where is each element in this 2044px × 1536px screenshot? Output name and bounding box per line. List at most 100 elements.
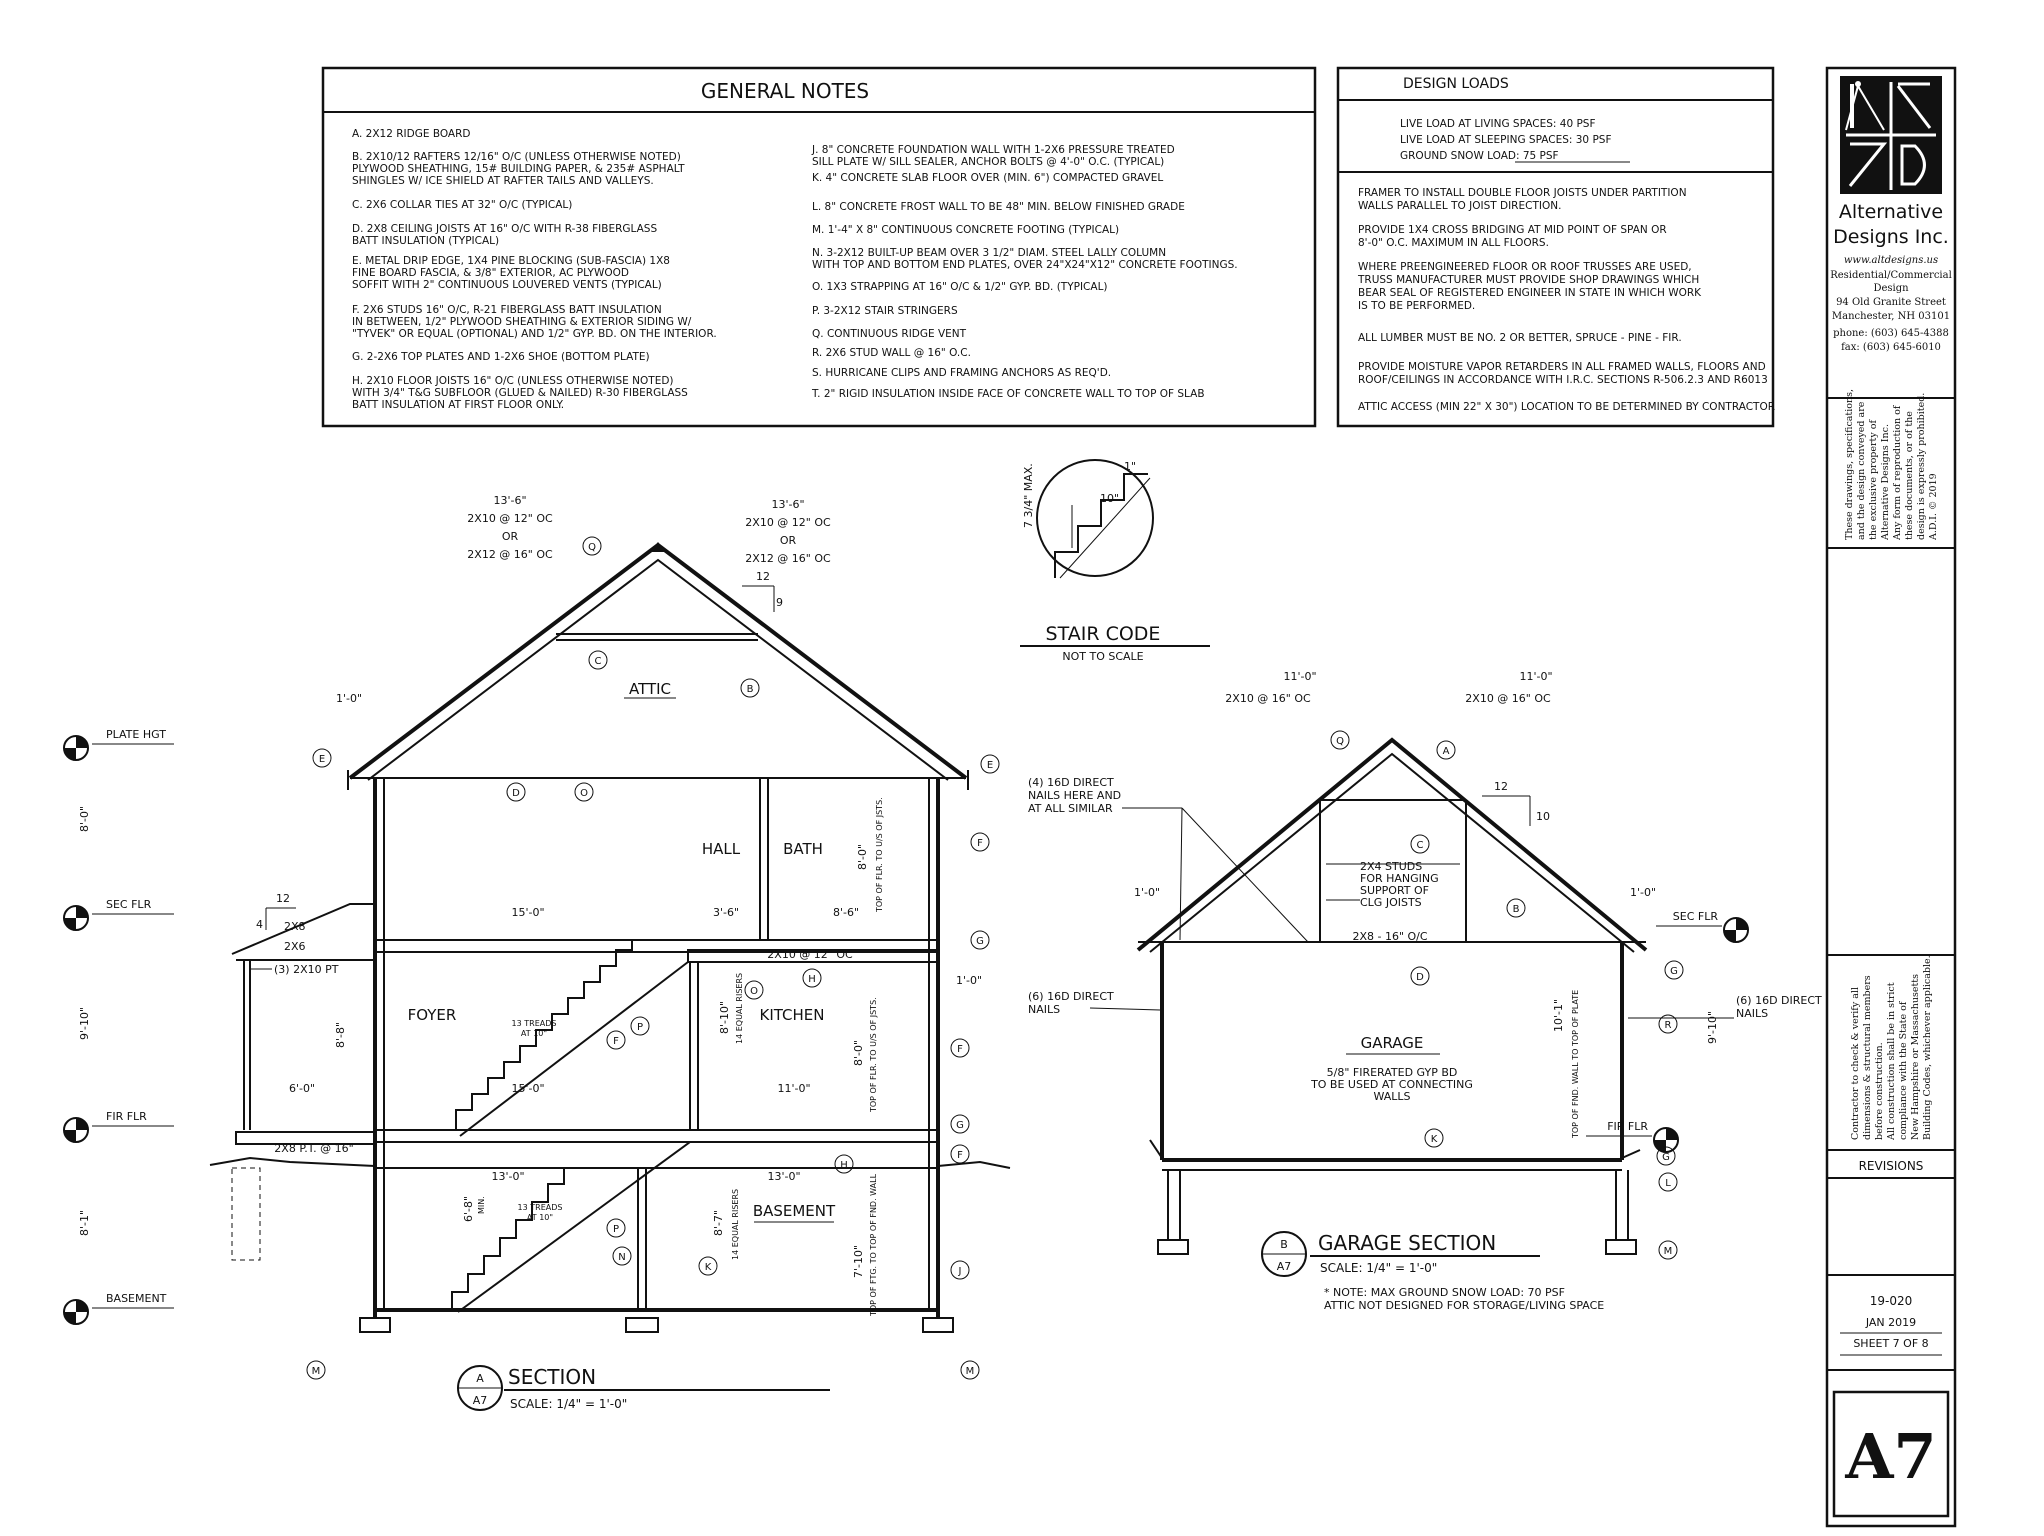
- general-note-left-7-2: BATT INSULATION AT FIRST FLOOR ONLY.: [352, 399, 564, 411]
- porch-pier: [231, 1167, 261, 1261]
- callout-bubble-6: [574, 782, 594, 802]
- general-note-left-1-2: SHINGLES W/ ICE SHIELD AT RAFTER TAILS A…: [352, 175, 654, 187]
- garage-overhang-left: 1'-0": [1134, 886, 1160, 899]
- foyer-height: 8'-8": [334, 1022, 347, 1048]
- stair-code-nosing: 1": [1124, 460, 1136, 473]
- upper-height-note: TOP OF FLR. TO U/S OF JSTS.: [875, 797, 884, 913]
- title-block: Alternative Designs Inc. www.altdesigns.…: [1825, 66, 1957, 1528]
- garage-grade-left: [1149, 1139, 1163, 1159]
- porch-deck: [235, 1131, 376, 1145]
- company-website: www.altdesigns.us: [1844, 255, 1938, 266]
- general-note-left-2-0: C. 2X6 COLLAR TIES AT 32" O/C (TYPICAL): [352, 199, 572, 211]
- callout-key-19: K: [705, 1262, 712, 1273]
- copyright-line-6: design is expressly prohibited.: [1916, 393, 1927, 540]
- level-basement-label: BASEMENT: [106, 1292, 167, 1305]
- rafter-left-note-0: 13'-6": [493, 494, 526, 507]
- basement-span-right: 13'-0": [767, 1170, 800, 1183]
- general-note-right-0-1: SILL PLATE W/ SILL SEALER, ANCHOR BOLTS …: [812, 156, 1164, 168]
- design-note-0-1: WALLS PARALLEL TO JOIST DIRECTION.: [1358, 200, 1561, 212]
- company-address-2: Manchester, NH 03101: [1832, 311, 1950, 322]
- section-bubble-sheet: A7: [473, 1394, 488, 1407]
- garage-roof-inner: [1149, 752, 1635, 953]
- porch-beam-label: (3) 2X10 PT: [274, 963, 339, 976]
- column-footing: [625, 1317, 659, 1333]
- upper-riser-count: 14 EQUAL RISERS: [735, 973, 744, 1044]
- callout-bubble-0: [582, 536, 602, 556]
- design-loads-title: DESIGN LOADS: [1403, 76, 1509, 92]
- basement-height: 7'-10": [852, 1245, 865, 1278]
- garage-hanger-studs-1: FOR HANGING: [1360, 872, 1439, 885]
- garage-scale: SCALE: 1/4" = 1'-0": [1320, 1261, 1437, 1275]
- room-kitchen: KITCHEN: [760, 1006, 825, 1024]
- callout-bubble-15: [950, 1144, 970, 1164]
- basement-height-note: TOP OF FTG. TO TOP OF FND. WALL: [869, 1173, 878, 1317]
- general-notes-title: GENERAL NOTES: [701, 79, 869, 103]
- general-note-right-2-0: L. 8" CONCRETE FROST WALL TO BE 48" MIN.…: [812, 201, 1185, 213]
- callout-bubble-27: [1410, 966, 1430, 986]
- copyright-line-5: these documents, or of the: [1904, 411, 1915, 540]
- garage-nails-top-0: (4) 16D DIRECT: [1028, 776, 1114, 789]
- stair-code-subtitle: NOT TO SCALE: [1062, 650, 1143, 663]
- callout-bubble-7: [970, 832, 990, 852]
- callout-key-29: R: [1665, 1020, 1672, 1031]
- callout-key-30: K: [1431, 1134, 1438, 1145]
- bath-height: 8'-6": [833, 906, 859, 919]
- callout-bubble-16: [834, 1154, 854, 1174]
- garage-section: [1136, 737, 1648, 1255]
- general-note-left-5-2: "TYVEK" OR EQUAL (OPTIONAL) AND 1/2" GYP…: [352, 328, 717, 340]
- design-loads-panel: DESIGN LOADS LIVE LOAD AT LIVING SPACES:…: [1336, 66, 1775, 428]
- callout-key-32: L: [1665, 1178, 1671, 1189]
- design-note-4-1: ROOF/CEILINGS IN ACCORDANCE WITH I.R.C. …: [1358, 374, 1768, 386]
- level-dim-upper: 8'-0": [78, 806, 91, 832]
- callout-bubble-28: [1664, 960, 1684, 980]
- design-note-1-0: PROVIDE 1X4 CROSS BRIDGING AT MID POINT …: [1358, 224, 1667, 236]
- job-number: 19-020: [1870, 1294, 1913, 1308]
- design-note-0-0: FRAMER TO INSTALL DOUBLE FLOOR JOISTS UN…: [1358, 187, 1687, 199]
- porch-roof: [231, 903, 375, 955]
- design-note-1-1: 8'-0" O.C. MAXIMUM IN ALL FLOORS.: [1358, 237, 1549, 249]
- garage-level-first-floor: [1653, 1127, 1679, 1153]
- callout-key-23: Q: [1336, 736, 1344, 747]
- general-note-right-8-0: R. 2X6 STUD WALL @ 16" O.C.: [812, 347, 971, 359]
- callout-key-11: P: [637, 1022, 643, 1033]
- room-foyer: FOYER: [408, 1006, 457, 1024]
- garage-hanger-studs-0: 2X4 STUDS: [1360, 860, 1422, 873]
- callout-bubble-31: [1656, 1146, 1676, 1166]
- callout-key-0: Q: [588, 542, 596, 553]
- level-second-floor: [63, 905, 89, 931]
- callout-key-18: N: [618, 1252, 625, 1263]
- garage-firerated-note-1: TO BE USED AT CONNECTING: [1310, 1078, 1473, 1091]
- callout-bubble-33: [1658, 1240, 1678, 1260]
- copyright-line-4: Any form of reproduction of: [1892, 404, 1903, 541]
- porch-pitch-run: 12: [276, 892, 290, 905]
- callout-key-17: P: [613, 1224, 619, 1235]
- callout-bubble-8: [970, 930, 990, 950]
- contractor-line-6: Building Codes, whichever applicable.: [1922, 955, 1933, 1140]
- level-dim-lower: 8'-1": [78, 1210, 91, 1236]
- callout-key-5: D: [512, 788, 520, 799]
- garage-pitch-rise: 10: [1536, 810, 1550, 823]
- general-note-right-4-1: WITH TOP AND BOTTOM END PLATES, OVER 24"…: [812, 259, 1238, 271]
- garage-side-dim: 9'-10": [1706, 1011, 1719, 1044]
- garage-firerated-note-2: WALLS: [1373, 1090, 1410, 1103]
- garage-roof-line: [1136, 737, 1648, 952]
- general-note-left-4-1: FINE BOARD FASCIA, & 3/8" EXTERIOR, AC P…: [352, 267, 629, 279]
- basement-stair-height: 6'-8": [462, 1196, 475, 1222]
- garage-bubble-letter: B: [1280, 1238, 1288, 1251]
- sheet-number: A7: [1844, 1420, 1936, 1493]
- general-note-right-0-0: J. 8" CONCRETE FOUNDATION WALL WITH 1-2X…: [811, 144, 1175, 156]
- stair-code-detail: 7 3/4" MAX. 10" 1" STAIR CODE NOT TO SCA…: [1020, 459, 1210, 663]
- rafter-left-note-2: OR: [502, 530, 519, 543]
- garage-nails-left-0: (6) 16D DIRECT: [1028, 990, 1114, 1003]
- general-note-left-3-0: D. 2X8 CEILING JOISTS AT 16" O/C WITH R-…: [352, 223, 657, 235]
- copyright-line-7: A.D.I. © 2019: [1928, 473, 1939, 541]
- upper-stair-treads: [455, 939, 686, 1130]
- general-note-right-4-0: N. 3-2X12 BUILT-UP BEAM OVER 3 1/2" DIAM…: [812, 247, 1166, 259]
- garage-ceiling-joist-label: 2X8 - 16" O/C: [1352, 930, 1427, 943]
- callout-bubble-26: [1506, 898, 1526, 918]
- stair-code-run: 10": [1100, 492, 1119, 505]
- level-first-floor: [63, 1117, 89, 1143]
